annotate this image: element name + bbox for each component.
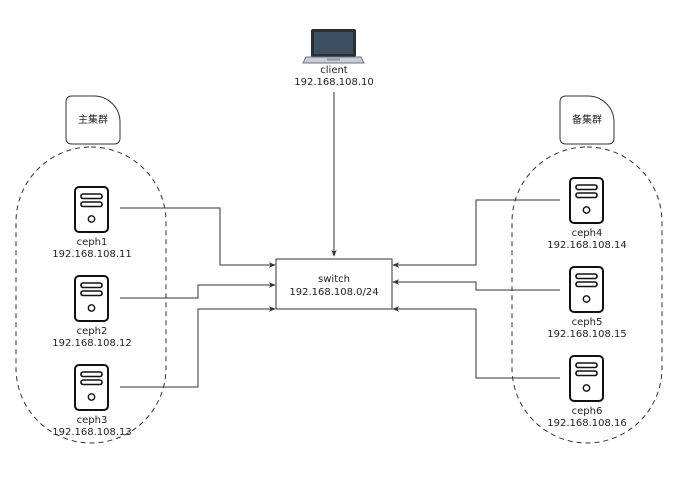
ceph6-ip: 192.168.108.16 [547,418,627,429]
ceph3-name: ceph3 [77,415,108,426]
ceph2-name: ceph2 [77,326,108,337]
backup-cluster-boundary [511,146,663,444]
switch-node[interactable]: switch 192.168.108.0/24 [275,258,393,310]
primary-cluster-boundary [15,146,167,444]
backup-cluster-tag: 备集群 [559,95,615,145]
tag-icon [65,95,121,145]
server-icon [569,355,604,402]
switch-subnet: 192.168.108.0/24 [289,287,378,298]
server-icon [74,364,109,411]
switch-name: switch [318,274,350,285]
client-name: client [320,65,348,76]
ceph5-name: ceph5 [572,317,603,328]
backup-cluster-label: 备集群 [572,113,602,126]
link-ceph2-switch [120,282,276,299]
client-ip: 192.168.108.10 [294,77,374,88]
link-ceph3-switch [120,306,276,388]
switch-box [275,258,393,310]
server-icon [569,266,604,313]
ceph1-ip: 192.168.108.11 [52,249,132,260]
ceph1-name: ceph1 [77,237,108,248]
link-ceph1-switch [120,207,276,268]
ceph3-node[interactable]: ceph3 192.168.108.13 [52,364,132,438]
server-icon [74,275,109,322]
ceph6-name: ceph6 [572,406,603,417]
ceph1-node[interactable]: ceph1 192.168.108.11 [52,186,132,260]
laptop-icon [302,29,365,64]
ceph4-node[interactable]: ceph4 192.168.108.14 [547,177,627,251]
primary-cluster-tag: 主集群 [65,95,121,145]
server-icon [74,186,109,233]
primary-cluster-label: 主集群 [78,113,108,126]
ceph4-name: ceph4 [572,228,603,239]
ceph6-node[interactable]: ceph6 192.168.108.16 [547,355,627,429]
link-ceph6-switch [392,306,560,379]
client-node[interactable]: client 192.168.108.10 [294,29,374,88]
link-ceph4-switch [392,199,560,268]
link-ceph5-switch [392,279,560,291]
server-icon [569,177,604,224]
ceph3-ip: 192.168.108.13 [52,427,132,438]
tag-icon [559,95,615,145]
ceph2-ip: 192.168.108.12 [52,338,132,349]
ceph5-node[interactable]: ceph5 192.168.108.15 [547,266,627,340]
ceph2-node[interactable]: ceph2 192.168.108.12 [52,275,132,349]
ceph4-ip: 192.168.108.14 [547,240,627,251]
ceph5-ip: 192.168.108.15 [547,329,627,340]
connections [120,92,560,388]
